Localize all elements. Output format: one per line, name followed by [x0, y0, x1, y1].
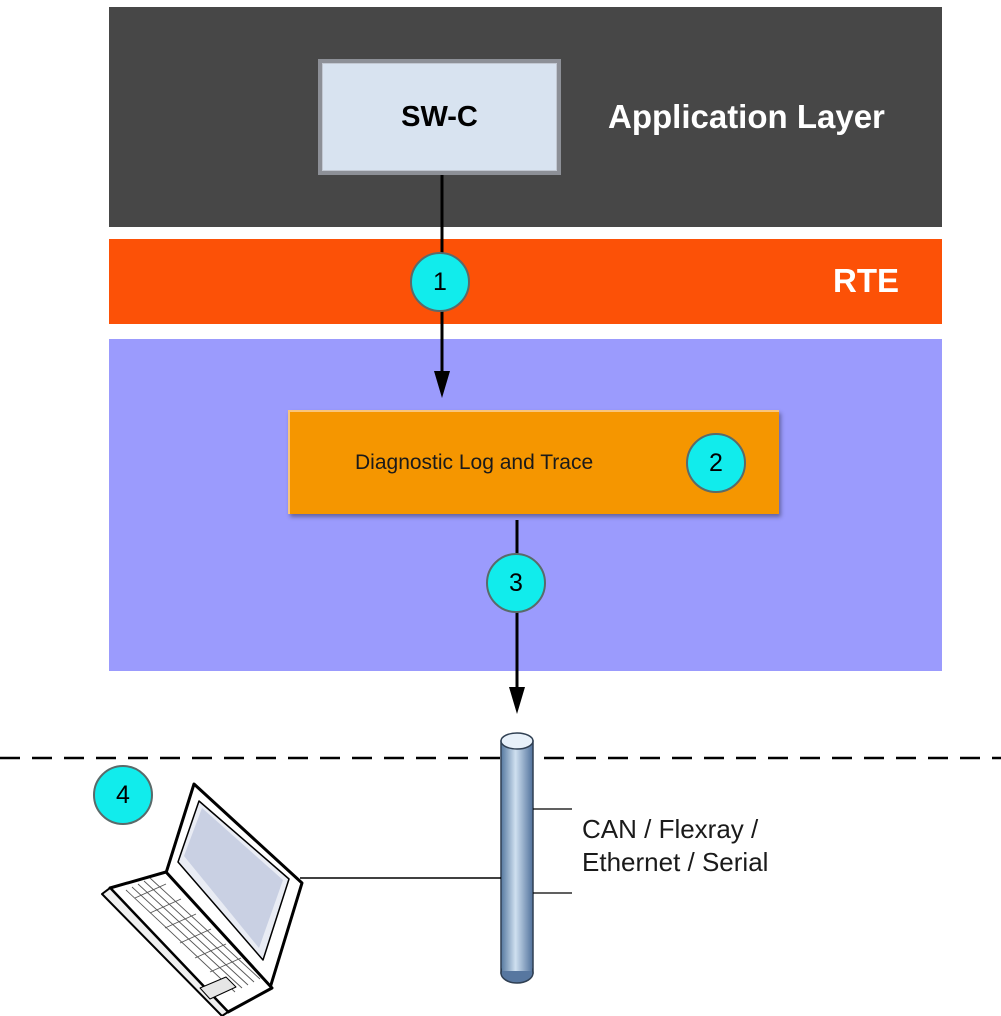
marker-2: 2 [686, 433, 746, 493]
application-layer-label: Application Layer [608, 98, 885, 135]
dlt-module-label: Diagnostic Log and Trace [355, 451, 594, 474]
rte-layer-label: RTE [833, 262, 899, 299]
marker-4: 4 [93, 765, 153, 825]
bus-cylinder-icon [500, 732, 534, 984]
swc-component-box: SW-C [318, 59, 561, 175]
marker-3: 3 [486, 553, 546, 613]
bus-type-label-line-1: CAN / Flexray / [582, 814, 759, 844]
arrow-dlt-to-bus [509, 520, 525, 714]
rte-layer [109, 239, 942, 324]
bus-type-label: CAN / Flexray / Ethernet / Serial [582, 813, 768, 879]
bus-type-label-line-2: Ethernet / Serial [582, 847, 769, 877]
marker-1: 1 [410, 252, 470, 312]
swc-component-label: SW-C [401, 100, 478, 133]
laptop-icon [101, 782, 304, 1016]
